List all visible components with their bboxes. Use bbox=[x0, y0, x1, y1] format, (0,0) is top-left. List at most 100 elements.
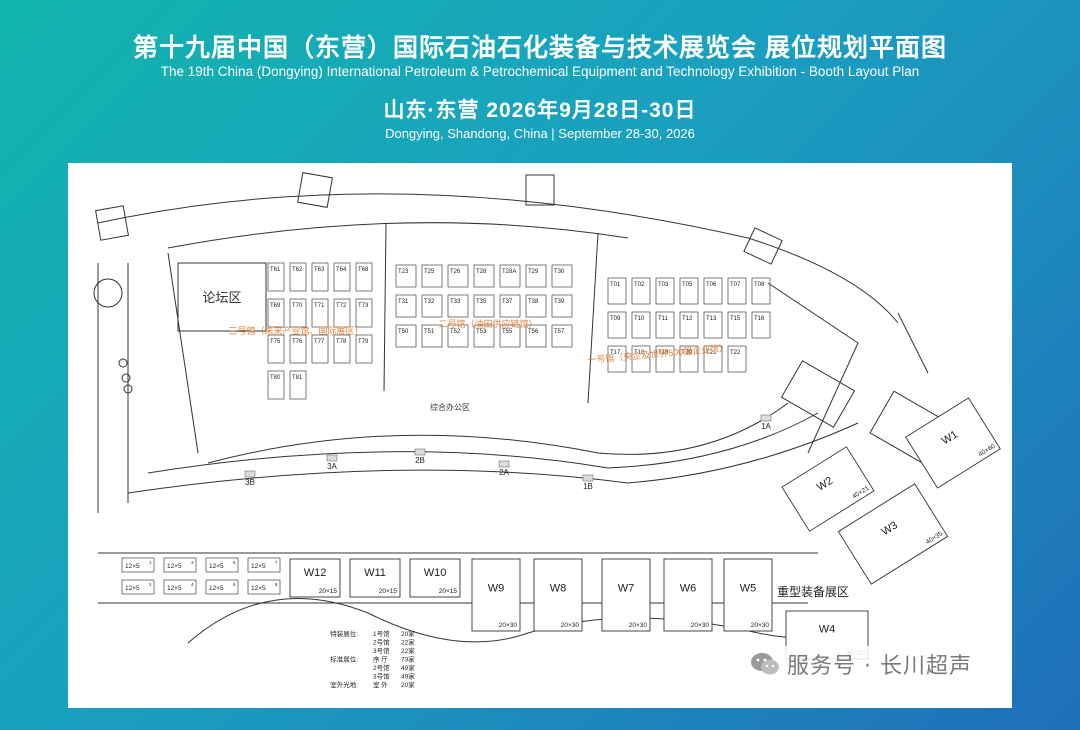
admin-office-label: 综合办公区 bbox=[430, 402, 470, 412]
entrance-gate-icon bbox=[244, 470, 256, 478]
outdoor-booth-id: W9 bbox=[488, 582, 505, 594]
hall2-booth-label: T35 bbox=[476, 299, 487, 305]
event-date: 山东·东营 2026年9月28日-30日 bbox=[383, 99, 697, 122]
hall2-booth-label: T23 bbox=[398, 269, 409, 275]
hall1-booth bbox=[631, 345, 651, 373]
outdoor-booth-box bbox=[905, 397, 1001, 489]
outdoor-booth-box bbox=[533, 558, 583, 632]
stats-hall: 2号馆 bbox=[373, 638, 390, 647]
entrance-gate-icon bbox=[326, 454, 338, 462]
hall1-booth-label: T05 bbox=[682, 282, 693, 288]
hall2-booth bbox=[421, 324, 443, 348]
small-booth bbox=[121, 557, 155, 573]
hall1-booth bbox=[655, 311, 675, 339]
outdoor-booth-size: 20×15 bbox=[439, 588, 458, 595]
entrance-label: 1B bbox=[583, 482, 593, 491]
hall2-booth-label: T32 bbox=[424, 299, 435, 305]
hall1-booth-label: T11 bbox=[658, 316, 669, 322]
hall2-label: 二号馆（油田供应链馆） bbox=[438, 318, 537, 329]
stats-count: 49家 bbox=[401, 663, 415, 672]
hall1-booth-label: T18 bbox=[634, 350, 645, 356]
hall2-booth-label: T28A bbox=[502, 269, 516, 275]
small-booth-number: 5 bbox=[233, 560, 236, 565]
hall2-booth bbox=[551, 294, 573, 318]
forum-label: 论坛区 bbox=[202, 290, 241, 305]
hall3-booth bbox=[333, 334, 351, 364]
hall2-booth-label: T53 bbox=[476, 329, 487, 335]
hall3-booth-label: T80 bbox=[270, 375, 281, 381]
small-booth-number: 7 bbox=[275, 560, 278, 565]
outdoor-booth-box bbox=[471, 558, 521, 632]
page-title: 第十九届中国（东营）国际石油石化装备与技术展览会 展位规划平面图 bbox=[133, 34, 947, 62]
outdoor-booth-size: 20×30 bbox=[751, 622, 770, 629]
hall1-booth bbox=[679, 345, 699, 373]
hall1-booth bbox=[727, 277, 747, 305]
hall3-booth bbox=[355, 298, 373, 328]
hall2-booth bbox=[473, 264, 495, 288]
hall3-booth bbox=[267, 298, 285, 328]
hall1-booth bbox=[703, 345, 723, 373]
small-booth-number: 4 bbox=[191, 582, 194, 587]
hall1-booth-label: T15 bbox=[730, 316, 741, 322]
outdoor-booth-id: W6 bbox=[680, 582, 697, 594]
small-booth-number: 2 bbox=[149, 582, 152, 587]
hall1-booth-label: T09 bbox=[610, 316, 621, 322]
hall1-booth-label: T21 bbox=[706, 350, 717, 356]
hall3-booth bbox=[355, 334, 373, 364]
hall1-booth bbox=[607, 277, 627, 305]
outdoor-booth-id: W12 bbox=[304, 567, 327, 579]
stats-hall: 室 外 bbox=[373, 680, 388, 689]
hall1-label: 一号馆（央企及世界500强企业馆） bbox=[587, 342, 728, 365]
stats-count: 20家 bbox=[401, 629, 415, 638]
entrance-gate-icon bbox=[498, 460, 510, 468]
outdoor-booth-size: 20×15 bbox=[319, 588, 338, 595]
outdoor-booth-box bbox=[601, 558, 651, 632]
hall2-booth bbox=[525, 294, 547, 318]
hall2-booth-label: T52 bbox=[450, 329, 461, 335]
forum-area bbox=[177, 262, 267, 332]
small-booth-size: 12×5 bbox=[125, 563, 140, 570]
hall3-booth bbox=[289, 370, 307, 400]
hall1-booth bbox=[679, 311, 699, 339]
small-booth bbox=[247, 557, 281, 573]
stats-count: 73家 bbox=[401, 655, 415, 664]
hall1-booth-label: T16 bbox=[754, 316, 765, 322]
small-booth bbox=[205, 557, 239, 573]
hall3-booth-label: T63 bbox=[314, 267, 325, 273]
hall2-booth bbox=[395, 264, 417, 288]
outdoor-booth-box bbox=[289, 558, 341, 598]
hall1-booth-label: T22 bbox=[730, 350, 741, 356]
hall3-booth bbox=[333, 298, 351, 328]
hall1-booth bbox=[607, 345, 627, 373]
hall-bottom-boundary bbox=[207, 402, 789, 464]
hall3-booth-label: T81 bbox=[292, 375, 303, 381]
hall3-booth-label: T72 bbox=[336, 303, 347, 309]
hall3-label: 三号馆（未来产业馆、国际展区） bbox=[228, 325, 363, 336]
hall3-booth bbox=[333, 262, 351, 292]
outdoor-booth-id: W10 bbox=[424, 567, 447, 579]
small-booth-size: 12×5 bbox=[251, 563, 266, 570]
outdoor-booth-box bbox=[663, 558, 713, 632]
hall-top-boundary bbox=[97, 193, 899, 324]
hall2-booth-label: T30 bbox=[554, 269, 565, 275]
hall1-booth-label: T17 bbox=[610, 350, 621, 356]
hall3-booth-label: T79 bbox=[358, 339, 369, 345]
hall1-booth-label: T10 bbox=[634, 316, 645, 322]
outdoor-booth-id: W11 bbox=[364, 567, 386, 579]
hall2-booth-label: T39 bbox=[554, 299, 565, 305]
hall2-booth bbox=[421, 294, 443, 318]
outdoor-booth-id: W8 bbox=[550, 582, 567, 594]
small-booth bbox=[205, 579, 239, 595]
hall1-booth bbox=[655, 277, 675, 305]
hall1-booth bbox=[655, 345, 675, 373]
wechat-icon bbox=[751, 653, 780, 675]
stats-category: 室外光地: bbox=[330, 680, 358, 689]
hall2-booth-label: T33 bbox=[450, 299, 461, 305]
hall3-booth-label: T61 bbox=[270, 267, 281, 273]
entrance-label: 2B bbox=[415, 456, 425, 465]
